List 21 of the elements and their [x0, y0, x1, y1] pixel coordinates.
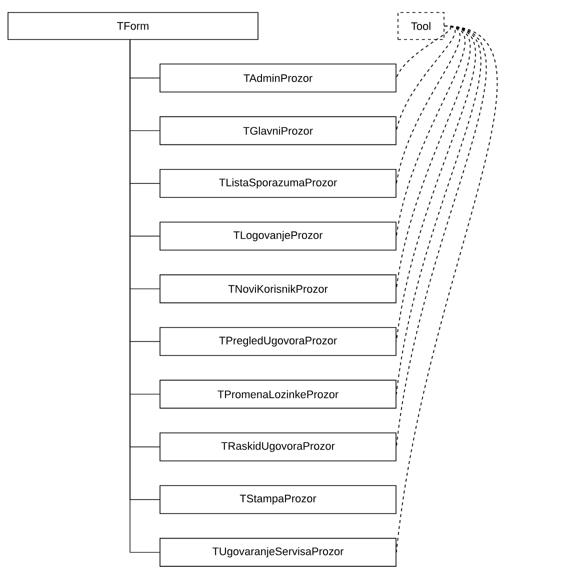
class-box: TAdminProzor — [160, 64, 396, 92]
dashed-curve — [396, 26, 497, 553]
dashed-curve — [396, 26, 471, 290]
dashed-curve — [396, 26, 486, 448]
class-box: TListaSporazumaProzor — [160, 169, 396, 198]
class-box: TForm — [8, 12, 258, 40]
dashed-curve — [396, 26, 476, 342]
dashed-curve — [396, 26, 482, 395]
class-box: TRaskidUgovoraProzor — [160, 432, 396, 462]
class-box: TGlavniProzor — [160, 116, 396, 146]
dashed-curve — [396, 26, 452, 78]
dashed-curve — [396, 26, 460, 184]
dashed-curve — [396, 26, 456, 132]
class-box: TLogovanjeProzor — [160, 222, 396, 250]
class-box: TUgovaranjeServisaProzor — [160, 538, 396, 567]
class-box: Tool — [398, 12, 444, 40]
class-box: TPromenaLozinkeProzor — [160, 380, 396, 409]
class-box: TPregledUgovoraProzor — [160, 327, 396, 356]
class-box: TStampaProzor — [160, 485, 396, 514]
class-box: TNoviKorisnikProzor — [160, 274, 396, 304]
dashed-curve — [396, 26, 466, 237]
